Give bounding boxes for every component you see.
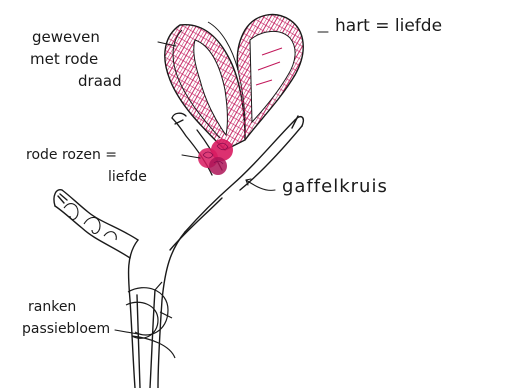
label-woven-line1: geweven [32, 30, 100, 46]
label-roses-line1: rode rozen = [26, 148, 117, 163]
roses-leader-line [182, 155, 200, 158]
tendrils-leader-line [115, 330, 138, 334]
label-fork: gaffelkruis [282, 178, 388, 197]
label-woven-line2: met rode [30, 52, 98, 68]
tendrils-passion-flower [126, 282, 175, 358]
label-roses-line2: liefde [108, 170, 147, 185]
left-branch [54, 190, 138, 258]
label-tendrils-line2: passiebloem [22, 322, 110, 337]
label-heart: hart = liefde [335, 18, 442, 36]
red-roses [198, 139, 233, 175]
heart-shape [165, 15, 303, 150]
label-woven-line3: draad [78, 74, 122, 90]
tree-trunk [128, 232, 185, 388]
label-tendrils-line1: ranken [28, 300, 76, 315]
